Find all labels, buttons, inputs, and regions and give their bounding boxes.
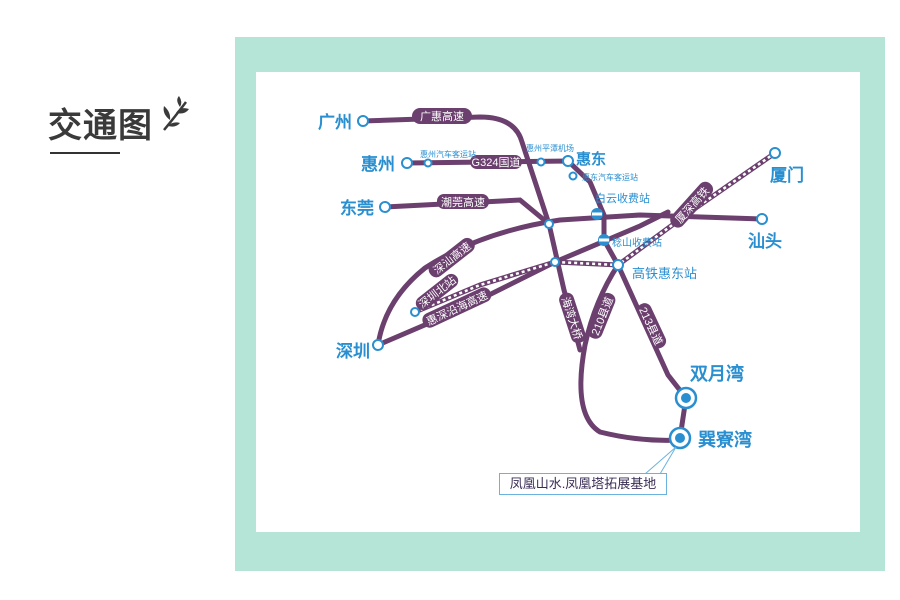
city-dongguan: 东莞 — [340, 198, 374, 218]
station-baiyun: 白云收费站 — [595, 191, 650, 205]
node-xiamen — [769, 147, 781, 159]
label-guanghui: 广惠高速 — [412, 108, 472, 124]
city-shenzhen: 深圳 — [336, 341, 370, 361]
node-huizhou-bus — [423, 158, 433, 168]
station-huidong-bus: 惠东汽车客运站 — [582, 172, 638, 182]
destination-note: 凤凰山水.凤凰塔拓展基地 — [499, 473, 667, 495]
city-shuangyuewan: 双月湾 — [690, 363, 744, 384]
label-210: 210县道 — [587, 292, 616, 339]
node-huidong-bus — [568, 171, 578, 181]
node-junction-b — [550, 257, 560, 267]
node-huidong — [562, 155, 574, 167]
label-haiwan-bridge: 海湾大桥 — [559, 292, 586, 344]
leaf-icon — [163, 96, 189, 131]
road-guanghui — [360, 114, 583, 353]
city-xunliaowan: 巽寮湾 — [698, 429, 752, 450]
city-huidong: 惠东 — [576, 150, 606, 168]
node-shenzhen — [372, 339, 384, 351]
city-guangzhou: 广州 — [318, 112, 352, 132]
label-g324: G324国道 — [470, 155, 522, 169]
node-guangzhou — [357, 115, 369, 127]
city-huizhou: 惠州 — [361, 154, 395, 174]
svg-text:海湾大桥: 海湾大桥 — [559, 295, 586, 341]
label-chaoguan: 潮莞高速 — [437, 194, 489, 209]
page-title: 交通图 — [48, 107, 153, 145]
station-jishan: 稔山收费站 — [612, 236, 662, 249]
node-huizhou — [401, 157, 413, 169]
station-huizhou-bus: 惠州汽车客运站 — [420, 149, 476, 159]
node-shuangyuewan — [674, 386, 698, 410]
callout-pointer — [644, 446, 677, 475]
city-shantou: 汕头 — [748, 232, 782, 251]
node-shantou — [756, 213, 768, 225]
toll-baiyun-icon — [591, 208, 603, 220]
label-213: 213县道 — [636, 303, 667, 349]
station-airport: 惠州平潭机场 — [526, 143, 574, 153]
station-hsr-huidong: 高铁惠东站 — [632, 266, 697, 281]
node-junction-a — [544, 219, 554, 229]
map-panel — [256, 72, 860, 532]
rail-xiashen-dash — [414, 151, 776, 314]
label-shenshan: 深汕高速 — [428, 237, 475, 278]
node-shenzhen-north — [410, 307, 420, 317]
node-hsr-huidong — [612, 259, 624, 271]
node-xunliaowan — [668, 426, 692, 450]
node-airport — [536, 157, 546, 167]
title-underline — [50, 152, 120, 154]
road-chaoguan — [382, 197, 552, 227]
road-210 — [578, 262, 683, 443]
node-dongguan — [379, 201, 391, 213]
svg-text:广惠高速: 广惠高速 — [420, 109, 464, 123]
toll-jishan-icon — [598, 234, 610, 246]
svg-text:潮莞高速: 潮莞高速 — [441, 195, 485, 209]
city-xiamen: 厦门 — [770, 165, 804, 185]
label-xiashen: 厦深高铁 — [670, 181, 714, 228]
svg-text:厦深高铁: 厦深高铁 — [672, 184, 712, 226]
svg-text:G324国道: G324国道 — [472, 155, 521, 169]
